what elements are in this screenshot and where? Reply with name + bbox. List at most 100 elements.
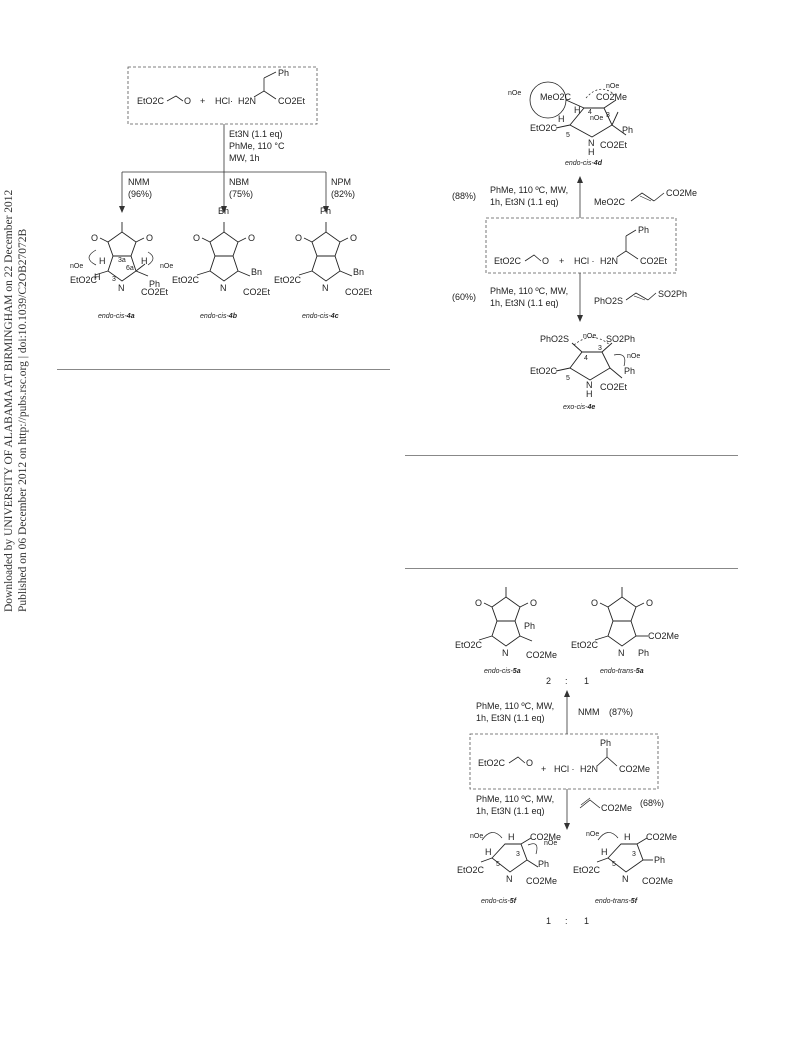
noe-4d-left: nOe (508, 90, 521, 97)
ring-label-6a: 6a (126, 265, 134, 272)
noe-4e-right: nOe (627, 353, 640, 360)
branch-yield-npm: (82%) (331, 189, 355, 199)
svg-text:O: O (530, 598, 537, 608)
svg-text:O: O (184, 96, 191, 106)
svg-text:N: N (220, 283, 227, 293)
eto2c-5a-cis: EtO2C (455, 640, 483, 650)
ratio-top-a: 2 (546, 676, 551, 686)
svg-text:O: O (591, 598, 598, 608)
nh-4e: N (586, 380, 593, 390)
svg-text:N: N (322, 283, 329, 293)
ratio-bot-colon: : (565, 916, 568, 926)
reagent-5f: CO2Me (601, 803, 632, 813)
svg-text:H: H (141, 256, 148, 266)
box2-nh2: H2N (600, 256, 618, 266)
bn-4c: Bn (353, 267, 364, 277)
noe-4d-mid: nOe (590, 115, 603, 122)
n-sub-4b: Bn (218, 206, 229, 216)
bn-4b: Bn (251, 267, 262, 277)
n5-4d: 5 (566, 132, 570, 139)
co2et-4e: CO2Et (600, 382, 628, 392)
branch-reagent-npm: NPM (331, 177, 351, 187)
dipolarophile-4d-left: MeO2C (594, 197, 626, 207)
ratio-bot-b: 1 (584, 916, 589, 926)
nh-5f-trans: N (622, 874, 629, 884)
svg-text:H: H (558, 114, 565, 124)
box2-ph: Ph (638, 225, 649, 235)
ph-5f-cis: Ph (538, 859, 549, 869)
sidebar-download-line: Downloaded by UNIVERSITY OF ALABAMA AT B… (3, 189, 15, 612)
svg-text:O: O (542, 256, 549, 266)
svg-text:H: H (99, 256, 106, 266)
left-rule (57, 369, 390, 370)
box2-ester: CO2Et (640, 256, 668, 266)
eto2c-4e: EtO2C (530, 366, 558, 376)
product-label-5f-cis: endo-cis-5f (481, 898, 517, 905)
structure-5f-cis (480, 832, 539, 873)
box2-hcl: HCl · (574, 256, 595, 266)
yield-4e: (60%) (452, 292, 476, 302)
noe-5f-cis-right: nOe (544, 840, 557, 847)
right-rule-2 (405, 568, 738, 569)
ph-5f-trans: Ph (654, 855, 665, 865)
so2ph-4e: SO2Ph (606, 334, 635, 344)
n3-4e: 3 (598, 345, 602, 352)
structure-5a-trans (594, 587, 648, 647)
noe-4a-right: nOe (160, 263, 173, 270)
svg-text:O: O (295, 233, 302, 243)
noe-4a-left: nOe (70, 263, 83, 270)
svg-text:O: O (146, 233, 153, 243)
structure-5a-cis (478, 587, 533, 647)
n5-5f-trans: 5 (612, 861, 616, 868)
ratio-bot-a: 1 (546, 916, 551, 926)
noe-5f-trans: nOe (586, 831, 599, 838)
h-4d: H (574, 105, 581, 115)
structure-4b (196, 222, 251, 282)
co2me-5a-cis: CO2Me (526, 650, 557, 660)
amine-label: H2N (238, 96, 256, 106)
eto2c-4c: EtO2C (274, 275, 302, 285)
co2et-4c: CO2Et (345, 287, 373, 297)
co2et-4d: CO2Et (600, 140, 628, 150)
eto2c-4a: EtO2C (70, 275, 98, 285)
product-label-5a-trans: endo-trans-5a (600, 668, 644, 675)
eto2c-5f-cis: EtO2C (457, 865, 485, 875)
ph-5a-trans: Ph (638, 648, 649, 658)
n5-5f-cis: 5 (496, 861, 500, 868)
structure-5f-trans (596, 832, 653, 873)
noe-4e-top: nOe (583, 333, 596, 340)
n5-4e: 5 (566, 375, 570, 382)
n4-4e: 4 (584, 355, 588, 362)
n4-4d: 4 (588, 109, 592, 116)
product-label-4a: endo-cis-4a (98, 313, 135, 320)
branch-yield-nmm: (96%) (128, 189, 152, 199)
structure-4e (555, 337, 626, 381)
box3-nh2: H2N (580, 764, 598, 774)
eto2c-4d: EtO2C (530, 123, 558, 133)
eto2c-5f-trans: EtO2C (573, 865, 601, 875)
dipolarophile-4e-right: SO2Ph (658, 289, 687, 299)
box3-glyox: EtO2C (478, 758, 506, 768)
co2me-4d: CO2Me (596, 92, 627, 102)
cond-5f-1: PhMe, 110 ºC, MW, (476, 794, 554, 804)
plus-sign: + (200, 96, 205, 106)
branch-reagent-nmm: NMM (128, 177, 150, 187)
download-sidebar: Downloaded by UNIVERSITY OF ALABAMA AT B… (0, 0, 40, 640)
svg-text:O: O (646, 598, 653, 608)
product-label-4e: exo-cis-4e (563, 404, 595, 411)
svg-text:H: H (601, 847, 608, 857)
nh-5a-cis: N (502, 648, 509, 658)
dipolarophile-4d-right: CO2Me (666, 188, 697, 198)
glyoxylate-label: EtO2C (137, 96, 165, 106)
box3-ester: CO2Me (619, 764, 650, 774)
ring-label-3: 3 (112, 276, 116, 283)
structure-4d (529, 81, 627, 138)
svg-text:H: H (94, 272, 101, 282)
ring-label-3a: 3a (118, 257, 126, 264)
svg-text:O: O (248, 233, 255, 243)
cond-5f-2: 1h, Et3N (1.1 eq) (476, 806, 545, 816)
cond-4e-2: 1h, Et3N (1.1 eq) (490, 298, 559, 308)
condition-solvent: PhMe, 110 °C (229, 141, 285, 151)
cond-5a-1: PhMe, 110 ºC, MW, (476, 701, 554, 711)
ph-4e: Ph (624, 366, 635, 376)
